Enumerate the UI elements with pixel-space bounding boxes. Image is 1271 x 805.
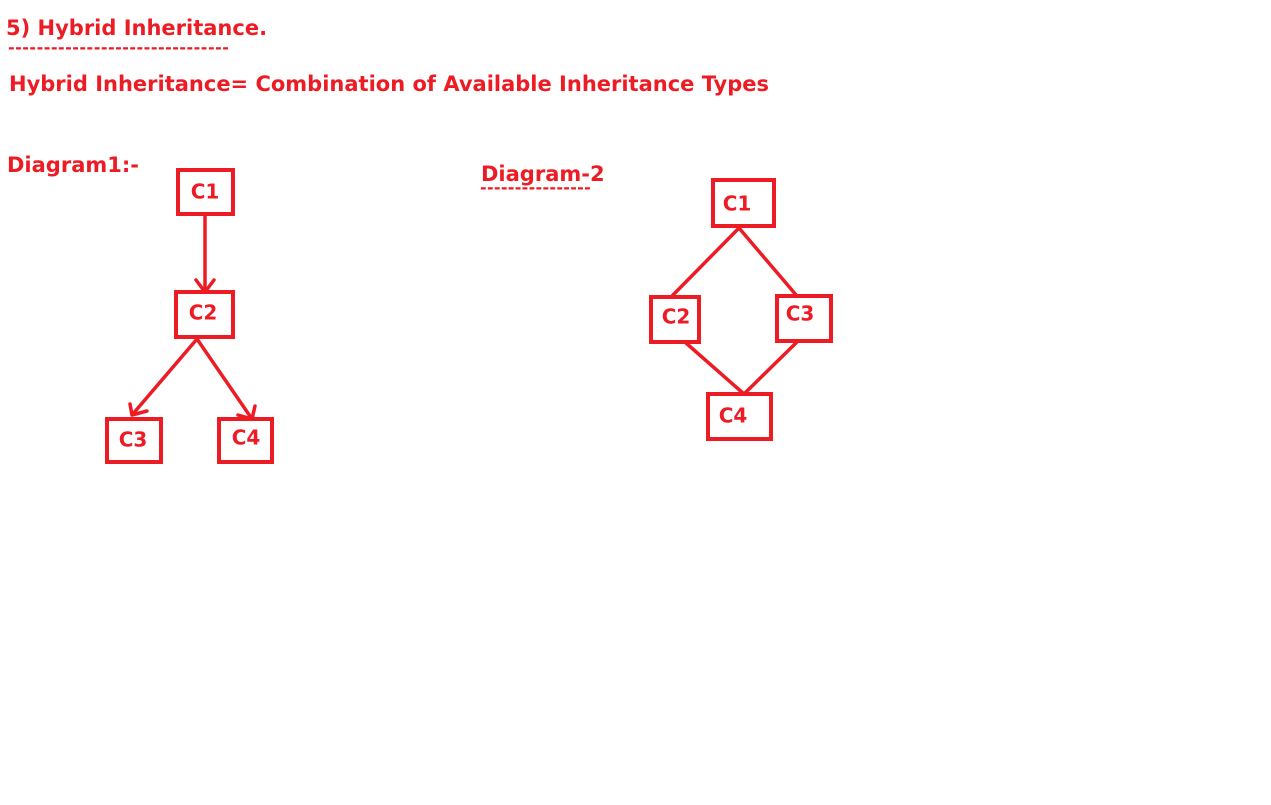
d2-node-c4-label: C4 bbox=[719, 404, 748, 428]
d1-node-c1: C1 bbox=[176, 168, 235, 216]
d2-node-c1-label: C1 bbox=[723, 192, 752, 216]
d1-node-c4: C4 bbox=[217, 417, 274, 464]
d1-node-c4-label: C4 bbox=[232, 426, 261, 450]
d2-node-c2-label: C2 bbox=[662, 305, 691, 329]
d1-edge-c2-c3 bbox=[130, 337, 199, 417]
d2-node-c1-box bbox=[711, 178, 776, 228]
d2-node-c4-box bbox=[706, 392, 773, 441]
d1-node-c2-label: C2 bbox=[189, 301, 218, 325]
definition-text: Hybrid Inheritance= Combination of Avail… bbox=[9, 72, 770, 96]
d1-node-c1-box bbox=[176, 168, 235, 216]
d2-node-c1: C1 bbox=[711, 178, 776, 228]
title-underline: ------------------------------- bbox=[8, 38, 230, 57]
d1-arrowhead-c3 bbox=[128, 402, 149, 417]
d2-node-c3: C3 bbox=[775, 294, 833, 343]
d2-edge-c1-c2 bbox=[670, 226, 741, 298]
d2-edge-c3-c4 bbox=[742, 340, 799, 396]
diagram2-label-underline: ---------------- bbox=[480, 178, 592, 197]
diagram2: C1 C2 C3 C4 bbox=[649, 178, 833, 441]
diagram1: C1 C2 C3 C4 bbox=[105, 168, 274, 464]
d2-node-c2: C2 bbox=[649, 295, 701, 344]
d2-edge-c2-c4 bbox=[684, 341, 746, 396]
d1-node-c2-box bbox=[174, 290, 235, 339]
d1-node-c1-label: C1 bbox=[191, 180, 220, 204]
d2-node-c4: C4 bbox=[706, 392, 773, 441]
d1-node-c3-label: C3 bbox=[119, 428, 148, 452]
d1-node-c3-box bbox=[105, 417, 163, 464]
d1-node-c4-box bbox=[217, 417, 274, 464]
d2-edge-c1-c3 bbox=[737, 226, 799, 298]
d1-node-c2: C2 bbox=[174, 290, 235, 339]
d2-node-c3-box bbox=[775, 294, 833, 343]
d2-node-c3-label: C3 bbox=[786, 302, 815, 326]
d1-node-c3: C3 bbox=[105, 417, 163, 464]
diagram1-label: Diagram1:- bbox=[7, 153, 139, 177]
d2-node-c2-box bbox=[649, 295, 701, 344]
diagram2-label: Diagram-2 bbox=[481, 162, 605, 186]
page-title: 5) Hybrid Inheritance. bbox=[6, 16, 268, 40]
d1-edge-c2-c4 bbox=[195, 338, 254, 420]
